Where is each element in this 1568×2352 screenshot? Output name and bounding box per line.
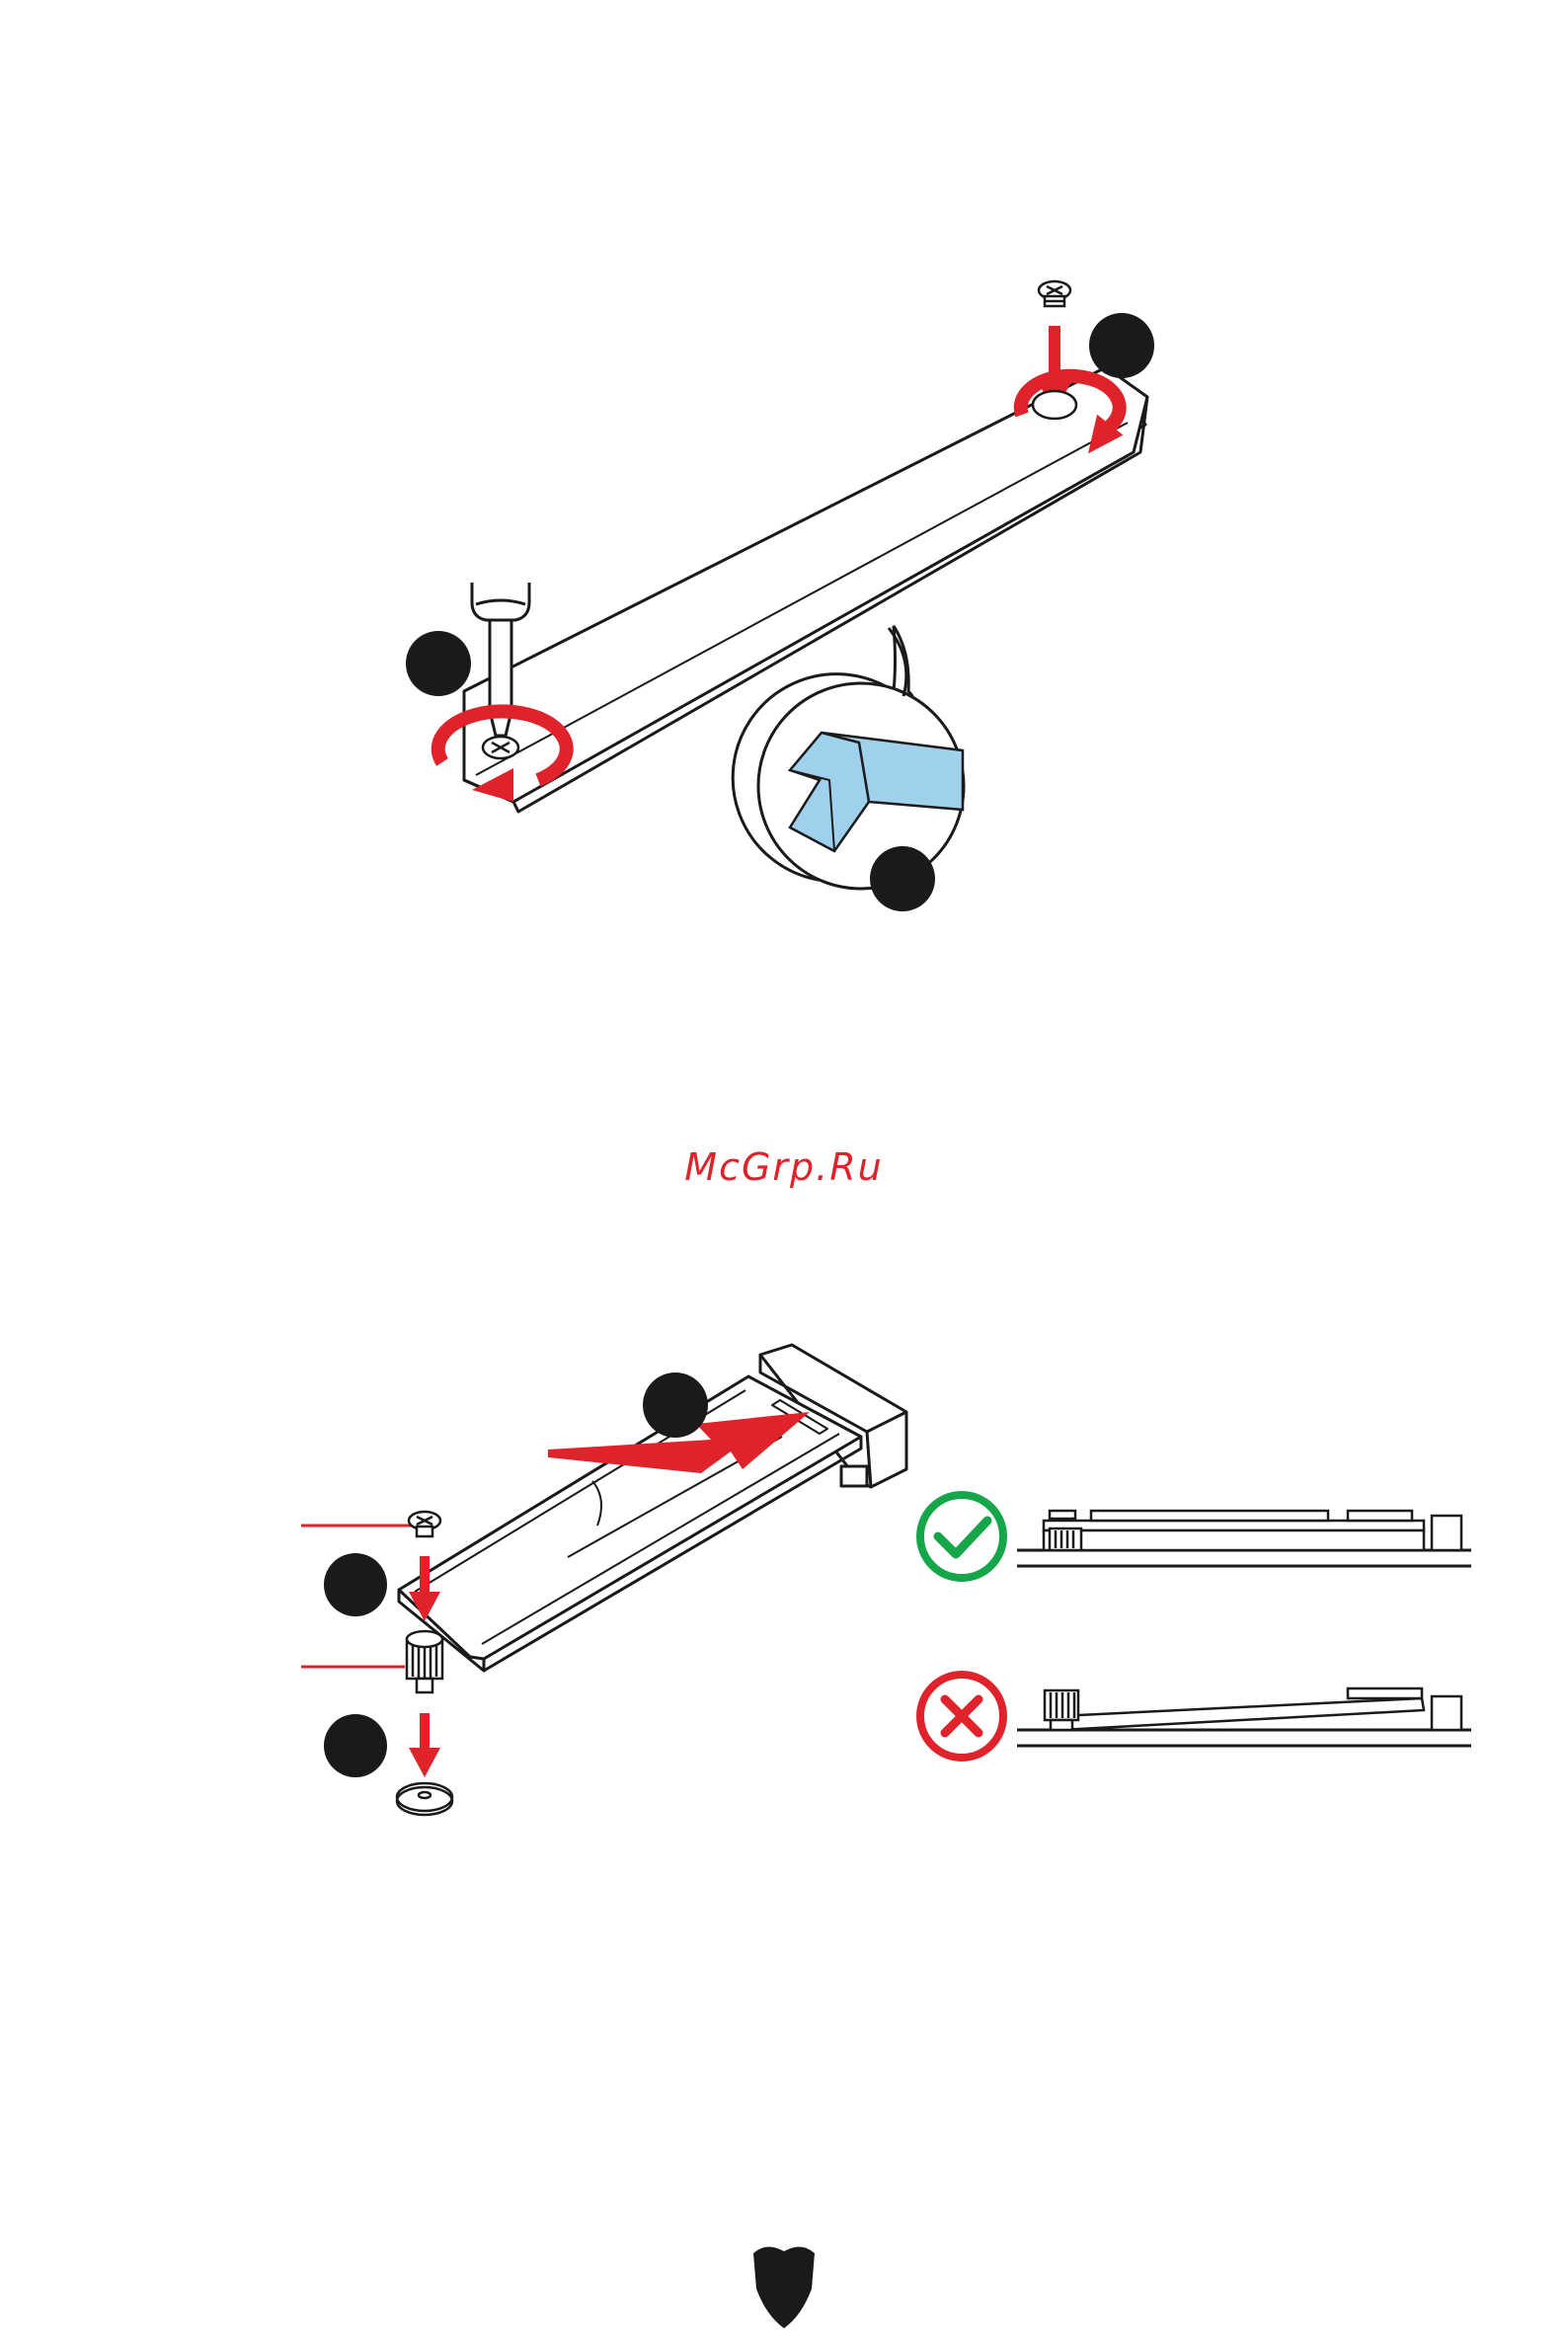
down-arrow-icon [409, 1713, 440, 1777]
step-marker-1 [1089, 313, 1154, 378]
watermark-text: McGrp.Ru [0, 1145, 1568, 1189]
screw-hole [1033, 391, 1076, 419]
msi-shield-logo-icon [753, 2246, 815, 2328]
washer-icon [397, 1783, 452, 1815]
step-marker-3 [870, 846, 935, 911]
step-marker-2b [324, 1553, 387, 1616]
standoff-icon [407, 1631, 442, 1692]
screw-left [483, 737, 518, 758]
step-marker-1b [324, 1714, 387, 1777]
step-marker-2 [406, 631, 471, 696]
step-marker-3b [643, 1372, 708, 1438]
screw-top-right [1039, 281, 1070, 306]
correct-install-profile [1017, 1511, 1471, 1566]
check-icon [920, 1495, 1003, 1578]
thermal-pad-callout [733, 626, 964, 889]
cross-icon [920, 1675, 1003, 1758]
screw-icon [409, 1512, 440, 1536]
incorrect-install-profile [1017, 1688, 1471, 1746]
